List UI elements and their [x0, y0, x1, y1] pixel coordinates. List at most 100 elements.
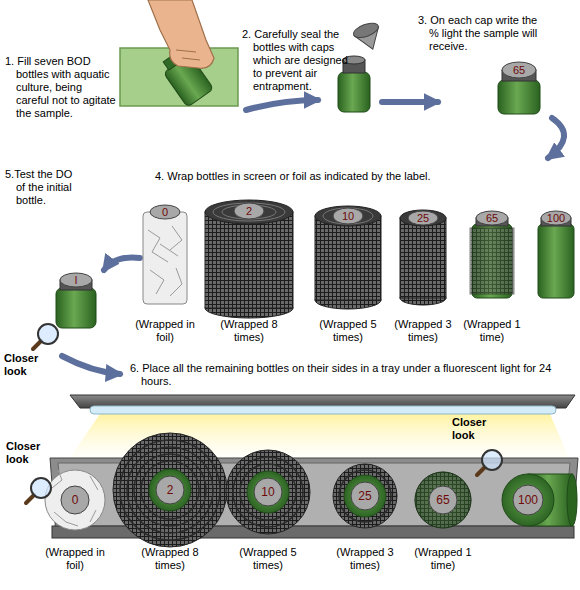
wrap-label: (Wrapped 1 time)	[461, 318, 523, 344]
wrap-label: (Wrapped 5 times)	[317, 318, 379, 344]
screen-wrapped-bottle	[315, 206, 381, 226]
foil-bottle	[150, 205, 180, 219]
magnifier	[31, 478, 51, 498]
screen-wrapped-bottle	[315, 206, 381, 309]
fluorescent-light	[90, 406, 556, 414]
wrap-label: (Wrapped 3 times)	[392, 318, 454, 344]
screen-wrapped-bottle	[415, 472, 471, 528]
foil-bottle	[61, 486, 89, 514]
flow-arrow	[62, 100, 564, 374]
flow-arrow	[548, 118, 564, 158]
cap-number: 65	[436, 494, 449, 507]
bottle-cap	[352, 20, 385, 53]
callout-label: Closer look	[6, 440, 52, 466]
cap-number: 25	[417, 212, 429, 224]
foil-bottle	[148, 226, 182, 296]
screen-wrapped-bottle	[247, 471, 289, 513]
wrap-label: (Wrapped in foil)	[44, 546, 106, 572]
screen-wrapped-bottle	[254, 478, 282, 506]
screen-wrapped-bottle	[226, 450, 310, 534]
step-text: 3. On each cap write the % light the sam…	[418, 14, 548, 53]
foil-bottle	[45, 470, 105, 530]
hand	[176, 50, 200, 60]
wrap-label: (Wrapped 5 times)	[237, 546, 299, 572]
magnifier	[482, 450, 502, 470]
labelled-bottle	[498, 62, 540, 114]
screen-wrapped-bottle	[400, 210, 446, 305]
screen-wrapped-bottle	[205, 200, 293, 224]
magnifier	[33, 341, 41, 349]
foil-bottle	[45, 470, 105, 530]
screen-wrapped-bottle	[429, 486, 457, 514]
unwrapped-bottle	[541, 211, 571, 225]
screen-wrapped-bottle	[113, 433, 227, 547]
foil-bottle	[143, 212, 187, 304]
screen-wrapped-bottle	[400, 218, 446, 298]
step-text: 5.Test the DO of the initial bottle.	[5, 168, 79, 207]
cap-number: 0	[72, 494, 79, 507]
unwrapped-bottle	[538, 224, 574, 298]
cap-number: 100	[547, 212, 565, 224]
initial-bottle	[56, 273, 96, 328]
screen-wrapped-bottle	[415, 472, 471, 528]
magnifier	[26, 495, 34, 503]
foil-bottle	[52, 470, 98, 526]
step-text: 1. Fill seven BOD bottles with aquatic c…	[5, 55, 117, 120]
magnifier	[26, 478, 51, 503]
screen-wrapped-bottle	[470, 211, 514, 298]
cap-number: 65	[486, 212, 498, 224]
screen-wrapped-bottle	[240, 464, 296, 520]
cap-number: 10	[261, 486, 274, 499]
hand	[148, 0, 214, 68]
screen-wrapped-bottle	[113, 433, 227, 547]
screen-wrapped-bottle	[234, 203, 264, 219]
hand	[148, 0, 214, 68]
flow-arrow	[62, 356, 120, 374]
screen-wrapped-bottle	[213, 203, 285, 221]
callout-label: Closer look	[452, 416, 498, 442]
wrap-label: (Wrapped 8 times)	[139, 546, 201, 572]
screen-wrapped-bottle	[351, 482, 379, 510]
screen-wrapped-bottle	[141, 461, 199, 519]
wrap-label: (Wrapped 3 times)	[334, 546, 396, 572]
magnifier	[38, 324, 58, 344]
bottle-cap	[352, 20, 381, 40]
step-text: 6. Place all the remaining bottles on th…	[130, 362, 576, 388]
screen-wrapped-bottle	[120, 440, 220, 540]
screen-wrapped-bottle	[415, 472, 471, 528]
labelled-bottle	[502, 62, 536, 78]
screen-wrapped-bottle	[333, 464, 397, 528]
labelled-bottle	[498, 80, 540, 114]
cap-number: I	[74, 274, 77, 286]
callout-label: Closer look	[4, 352, 50, 378]
initial-bottle	[60, 273, 92, 287]
screen-wrapped-bottle	[344, 475, 386, 517]
cap-number: 2	[246, 205, 252, 217]
flow-arrow	[246, 100, 318, 110]
unwrapped-bottle	[502, 474, 577, 526]
screen-wrapped-bottle	[226, 450, 310, 534]
magnifier	[477, 467, 485, 475]
unwrapped-bottle	[513, 485, 543, 515]
screen-wrapped-bottle	[408, 211, 438, 225]
screen-wrapped-bottle	[205, 200, 293, 318]
foil-bottle	[143, 205, 187, 304]
cap-number: 25	[358, 490, 371, 503]
screen-wrapped-bottle	[339, 470, 391, 522]
screen-wrapped-bottle	[127, 447, 213, 533]
screen-wrapped-bottle	[476, 211, 508, 225]
unwrapped-bottle	[567, 474, 577, 526]
unwrapped-bottle	[538, 211, 574, 298]
unwrapped-bottle	[502, 474, 554, 526]
cap-number: 10	[342, 210, 354, 222]
step-text: 4. Wrap bottles in screen or foil as ind…	[155, 170, 515, 183]
screen-wrapped-bottle	[333, 208, 363, 224]
screen-wrapped-bottle	[333, 464, 397, 528]
magnifier	[477, 450, 502, 475]
screen-wrapped-bottle	[149, 469, 191, 511]
screen-wrapped-bottle	[134, 454, 206, 526]
wrap-label: (Wrapped in foil)	[134, 318, 196, 344]
screen-wrapped-bottle	[205, 212, 293, 308]
wrap-label: (Wrapped 1 time)	[412, 546, 474, 572]
screen-wrapped-bottle	[233, 457, 303, 527]
